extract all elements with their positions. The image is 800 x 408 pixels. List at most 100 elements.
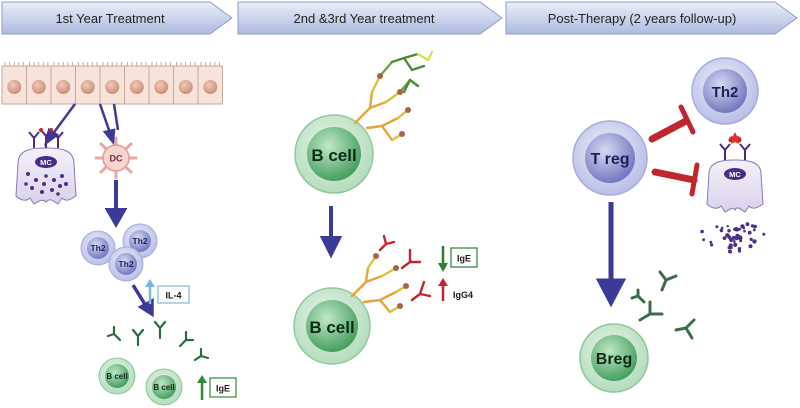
phase1-bcell-b-label: B cell bbox=[153, 383, 174, 392]
allergen-star bbox=[729, 132, 741, 144]
phase-banner-1: 1st Year Treatment bbox=[1, 1, 233, 35]
released-granule bbox=[727, 235, 731, 239]
th2-cell-a: Th2 bbox=[80, 230, 116, 266]
released-granule bbox=[726, 224, 729, 228]
released-granule bbox=[700, 230, 703, 234]
released-granule bbox=[747, 230, 752, 235]
il4-label: IL-4 bbox=[165, 291, 181, 301]
phase2-bcell-top: B cell bbox=[294, 114, 374, 194]
phase-banner-2: 2nd &3rd Year treatment bbox=[237, 1, 503, 35]
released-granule bbox=[733, 242, 738, 247]
mast-cell-3-granules bbox=[700, 222, 766, 254]
released-granule bbox=[727, 229, 731, 233]
mast-cell-1: MC bbox=[15, 128, 77, 205]
phase2-bcell-top-label: B cell bbox=[311, 146, 356, 165]
treg-label: T reg bbox=[590, 151, 629, 168]
phase1-ige-label: IgE bbox=[216, 384, 230, 394]
breg-antibodies bbox=[630, 270, 696, 340]
th2-label-a: Th2 bbox=[90, 243, 105, 253]
epithelial-nucleus bbox=[105, 80, 120, 94]
released-granule bbox=[753, 224, 757, 229]
phase-1-label: 1st Year Treatment bbox=[55, 11, 165, 26]
mast-cell-1-label: MC bbox=[40, 158, 52, 167]
released-granule bbox=[715, 225, 719, 229]
phase1-bcell-a: B cell bbox=[98, 357, 136, 395]
phase1-ige-increase: IgE bbox=[197, 375, 237, 400]
th2-label-c: Th2 bbox=[118, 259, 133, 269]
released-granule bbox=[709, 240, 713, 244]
mast-cell-granules bbox=[24, 172, 68, 196]
dendritic-cell: DC bbox=[94, 136, 138, 180]
mast-cell-3-label: MC bbox=[729, 170, 741, 179]
phase2-bcell-bottom: B cell bbox=[293, 287, 371, 365]
released-granule bbox=[732, 240, 736, 243]
released-granule bbox=[734, 227, 739, 232]
released-granule bbox=[702, 238, 705, 242]
breg-label: Breg bbox=[596, 351, 632, 368]
released-granule bbox=[734, 236, 739, 241]
released-granule bbox=[737, 249, 742, 253]
phase-3-label: Post-Therapy (2 years follow-up) bbox=[548, 11, 737, 26]
treg-cell: T reg bbox=[572, 120, 648, 196]
th2-cluster: Th2 Th2 Th2 bbox=[80, 223, 158, 282]
released-granule bbox=[762, 232, 766, 236]
released-granule bbox=[719, 228, 724, 233]
phase1-bcell-b: B cell bbox=[145, 368, 183, 406]
released-granule bbox=[728, 243, 733, 248]
epithelial-nucleus bbox=[203, 80, 218, 94]
th2-to-bcell-arrow bbox=[131, 284, 154, 318]
phase2-bcell-bottom-label: B cell bbox=[309, 318, 354, 337]
epithelial-nucleus bbox=[129, 80, 144, 94]
released-granule bbox=[752, 228, 756, 232]
mast-cell-1-receptors bbox=[28, 129, 64, 148]
epithelial-nucleus bbox=[31, 80, 46, 94]
phase2-down-arrow bbox=[319, 206, 343, 259]
released-granule bbox=[750, 224, 755, 228]
treg-to-breg-arrow bbox=[595, 202, 627, 308]
phase2-top-antigen-dots bbox=[377, 73, 411, 137]
released-granule bbox=[749, 237, 753, 241]
phase1-bcell-a-label: B cell bbox=[106, 372, 127, 381]
phase3-th2-cell: Th2 bbox=[691, 57, 759, 125]
released-granule bbox=[720, 226, 724, 230]
phase2-ige-box bbox=[450, 247, 478, 268]
phase2-igg4-increase: IgG4 bbox=[438, 278, 473, 301]
epithelial-nucleus bbox=[7, 80, 22, 94]
phase3-th2-label: Th2 bbox=[712, 84, 739, 101]
released-granule bbox=[748, 244, 753, 249]
phase1-ige-box bbox=[209, 377, 237, 398]
phase2-igg4-antibodies bbox=[378, 234, 432, 302]
phase-2-label: 2nd &3rd Year treatment bbox=[294, 11, 435, 26]
treg-inhibits-th2 bbox=[648, 104, 696, 143]
il4-increase: IL-4 bbox=[145, 279, 190, 304]
released-granule bbox=[710, 243, 714, 247]
phase2-ige-decrease: IgE bbox=[438, 246, 478, 272]
released-granule bbox=[752, 239, 757, 244]
th2-label-b: Th2 bbox=[132, 236, 147, 246]
phase2-ige-label: IgE bbox=[457, 254, 471, 264]
phase2-bottom-dots bbox=[373, 253, 409, 309]
released-granule bbox=[722, 236, 727, 241]
released-granule bbox=[728, 249, 732, 254]
released-granule bbox=[745, 222, 750, 227]
th2-cell-c: Th2 bbox=[108, 246, 144, 282]
released-granule bbox=[743, 229, 746, 233]
epithelial-nucleus bbox=[178, 80, 193, 94]
epithelial-nucleus bbox=[56, 80, 71, 94]
phase-banner-3: Post-Therapy (2 years follow-up) bbox=[505, 1, 798, 35]
il4-box bbox=[157, 285, 190, 304]
breg-cell: Breg bbox=[579, 323, 649, 393]
phase2-top-antigen bbox=[390, 50, 434, 94]
dc-to-th2-arrow bbox=[104, 180, 128, 229]
epithelial-nucleus bbox=[80, 80, 95, 94]
phase2-igg4-label: IgG4 bbox=[453, 290, 473, 300]
mast-cell-nucleus bbox=[35, 156, 57, 168]
treg-inhibits-mast-cell bbox=[651, 162, 700, 197]
epithelial-nucleus bbox=[154, 80, 169, 94]
released-granule bbox=[737, 247, 742, 251]
mast-cell-3-receptors bbox=[719, 143, 751, 160]
epithelium bbox=[1, 62, 223, 105]
phase1-ige-antibodies bbox=[106, 320, 210, 362]
